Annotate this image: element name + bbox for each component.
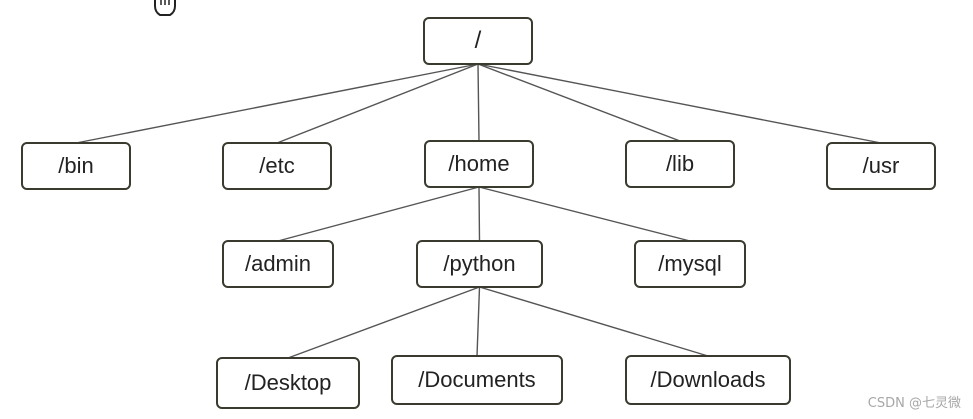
node-downloads[interactable]: /Downloads [625, 355, 791, 405]
edge-home-mysql [478, 186, 691, 242]
edge-python-downloads [479, 286, 709, 357]
node-python[interactable]: /python [416, 240, 543, 288]
edge-root-home [477, 63, 480, 142]
node-root[interactable]: / [423, 17, 533, 65]
hand-cursor-icon [154, 0, 176, 16]
node-desktop[interactable]: /Desktop [216, 357, 360, 409]
edge-root-etc [276, 63, 479, 144]
edge-python-desktop [287, 286, 480, 359]
node-usr[interactable]: /usr [826, 142, 936, 190]
edge-root-usr [477, 63, 882, 144]
node-admin[interactable]: /admin [222, 240, 334, 288]
node-documents[interactable]: /Documents [391, 355, 563, 405]
edge-root-bin [75, 63, 479, 144]
edge-home-admin [277, 186, 480, 242]
node-etc[interactable]: /etc [222, 142, 332, 190]
edge-python-documents [476, 286, 481, 357]
node-lib[interactable]: /lib [625, 140, 735, 188]
watermark: CSDN @七灵微 [867, 396, 961, 411]
node-mysql[interactable]: /mysql [634, 240, 746, 288]
node-home[interactable]: /home [424, 140, 534, 188]
node-bin[interactable]: /bin [21, 142, 131, 190]
edge-root-lib [477, 63, 681, 142]
edge-home-python [478, 186, 481, 242]
